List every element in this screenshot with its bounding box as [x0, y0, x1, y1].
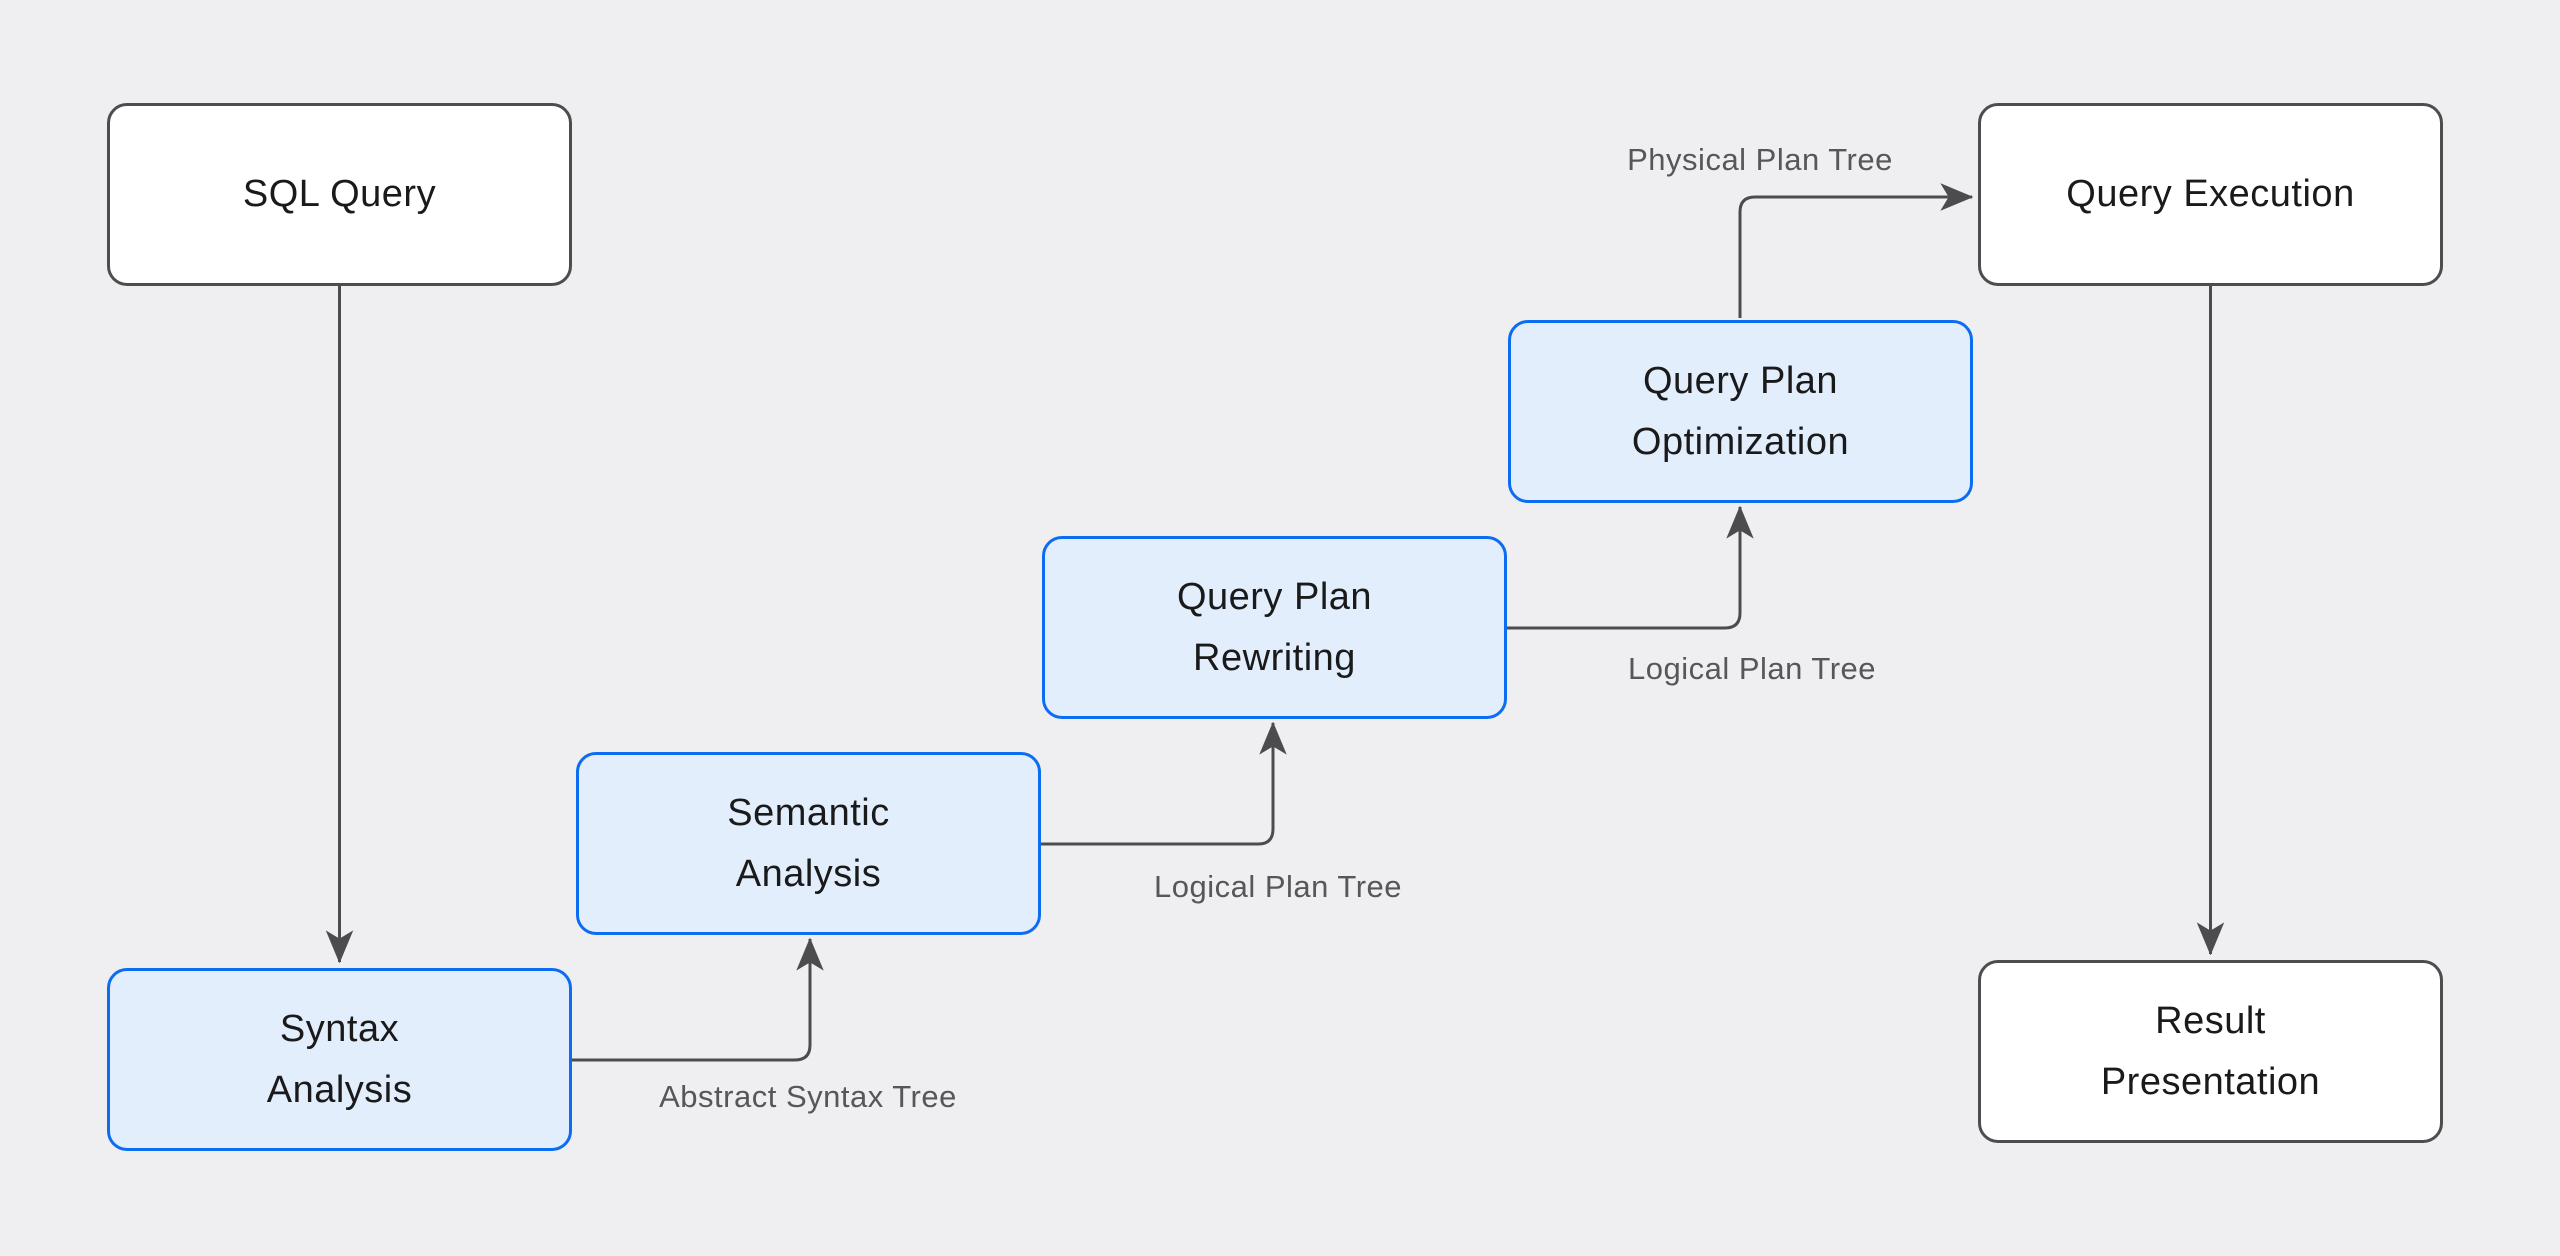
edge-query-plan-optimization-to-query-execution	[1738, 183, 1974, 318]
node-query-plan-optimization[interactable]: Query Plan Optimization	[1508, 320, 1973, 503]
node-label-line2: Analysis	[735, 852, 882, 895]
node-result-presentation[interactable]: Result Presentation	[1978, 960, 2443, 1143]
node-label-line1: Semantic	[727, 791, 890, 834]
node-label: Query Execution	[2066, 173, 2355, 215]
node-label-line1: Syntax	[279, 1007, 400, 1050]
node-sql-query[interactable]: SQL Query	[107, 103, 572, 286]
edge-label-physical-plan-tree: Physical Plan Tree	[1627, 142, 1893, 177]
node-label-line2: Optimization	[1631, 420, 1850, 463]
node-label-line2: Presentation	[2100, 1060, 2321, 1103]
node-label-line1: Query Plan	[1642, 359, 1839, 402]
edge-semantic-analysis-to-query-plan-rewriting	[1039, 721, 1287, 846]
edge-syntax-analysis-to-semantic-analysis	[570, 937, 824, 1062]
node-semantic-analysis[interactable]: Semantic Analysis	[576, 752, 1041, 935]
node-label-line2: Rewriting	[1193, 636, 1356, 679]
edge-query-plan-rewriting-to-query-plan-optimization	[1505, 505, 1754, 630]
node-label-line2: Analysis	[266, 1068, 413, 1111]
edge-label-logical-plan-tree-2: Logical Plan Tree	[1627, 651, 1877, 686]
node-label: SQL Query	[242, 173, 437, 215]
node-query-plan-rewriting[interactable]: Query Plan Rewriting	[1042, 536, 1507, 719]
node-label-line1: Query Plan	[1176, 575, 1373, 618]
node-query-execution[interactable]: Query Execution	[1978, 103, 2443, 286]
node-syntax-analysis[interactable]: Syntax Analysis	[107, 968, 572, 1151]
edge-label-logical-plan-tree-1: Logical Plan Tree	[1153, 869, 1403, 904]
node-label-line1: Result	[2155, 999, 2266, 1042]
edge-label-abstract-syntax-tree: Abstract Syntax Tree	[659, 1079, 957, 1114]
